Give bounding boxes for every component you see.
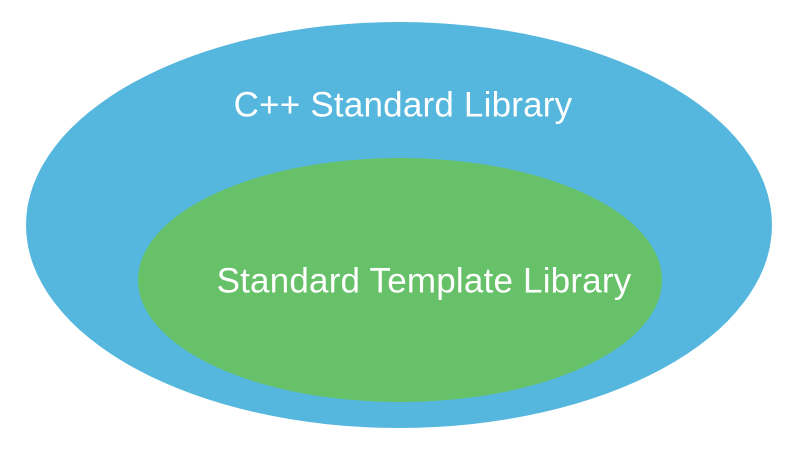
outer-ellipse-label: C++ Standard Library xyxy=(233,85,573,125)
inner-ellipse-label: Standard Template Library xyxy=(216,261,632,301)
inner-ellipse-standard-template-library xyxy=(138,158,662,402)
